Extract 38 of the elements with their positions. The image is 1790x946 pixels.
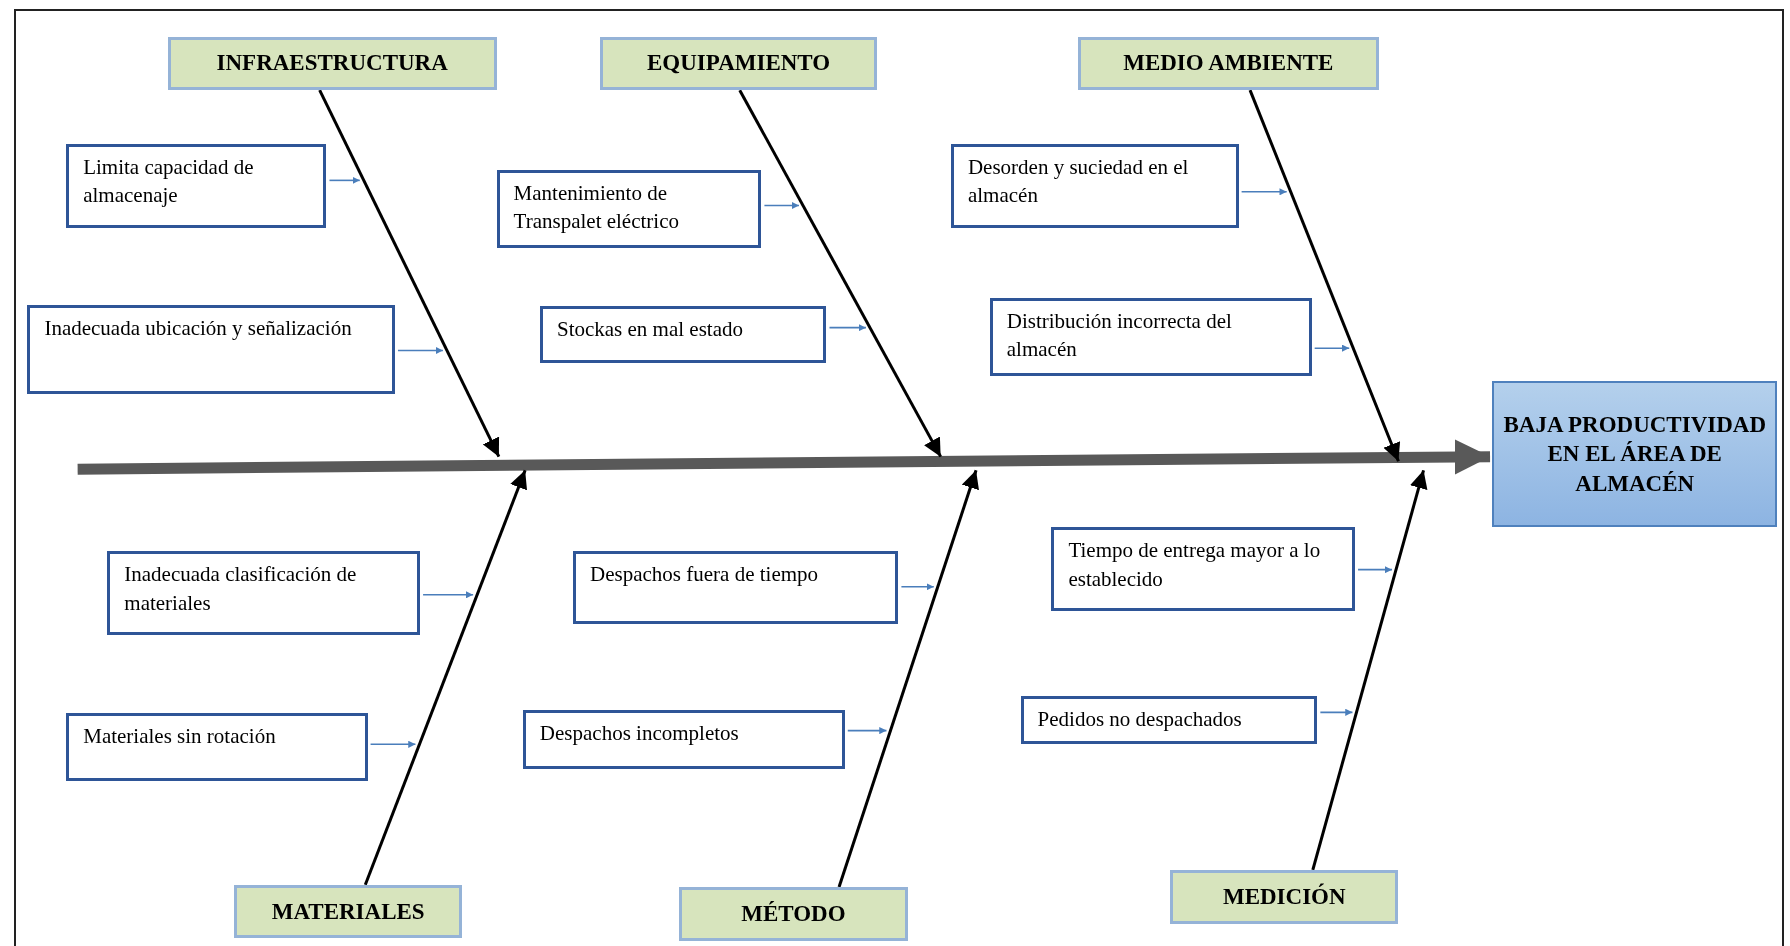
category-box: MEDIO AMBIENTE [1077, 36, 1379, 91]
arrow [77, 439, 1491, 475]
cause-box: Despachos incompletos [522, 710, 845, 770]
arrow [900, 583, 935, 591]
arrow [422, 591, 474, 599]
category-box: MEDICIÓN [1170, 869, 1399, 924]
cause-box: Tiempo de entrega mayor a lo establecido [1051, 527, 1356, 611]
cause-box: Inadecuada ubicación y señalización [27, 304, 395, 394]
arrow [837, 469, 979, 888]
effect-box: BAJA PRODUCTIVIDAD EN EL ÁREA DE ALMACÉN [1492, 381, 1778, 528]
cause-box: Distribución incorrecta del almacén [989, 297, 1312, 376]
category-box: INFRAESTRUCTURA [167, 36, 497, 91]
arrow [846, 727, 888, 735]
arrow [397, 346, 444, 355]
category-box: MÉTODO [679, 887, 908, 941]
arrow [1357, 566, 1393, 574]
cause-box: Limita capacidad de almacenaje [66, 143, 327, 229]
cause-box: Materiales sin rotación [66, 713, 368, 781]
cause-box: Mantenimiento de Transpalet eléctrico [496, 170, 762, 248]
arrow [363, 469, 528, 886]
cause-box: Desorden y suciedad en el almacén [950, 143, 1239, 229]
cause-box: Stockas en mal estado [539, 305, 827, 363]
arrow [1311, 469, 1428, 871]
arrow [369, 740, 417, 748]
category-box: EQUIPAMIENTO [600, 36, 877, 91]
arrow [328, 176, 361, 184]
arrow [1240, 188, 1288, 196]
arrow [1248, 89, 1401, 462]
cause-box: Pedidos no despachados [1020, 696, 1318, 745]
cause-box: Inadecuada clasificación de materiales [107, 551, 421, 635]
cause-box: Despachos fuera de tiempo [573, 551, 899, 625]
arrow [1313, 344, 1351, 352]
arrow [318, 89, 501, 458]
arrow [1319, 708, 1354, 716]
category-box: MATERIALES [234, 884, 463, 939]
arrow [738, 89, 942, 458]
arrow [763, 201, 800, 210]
arrow [828, 324, 867, 332]
